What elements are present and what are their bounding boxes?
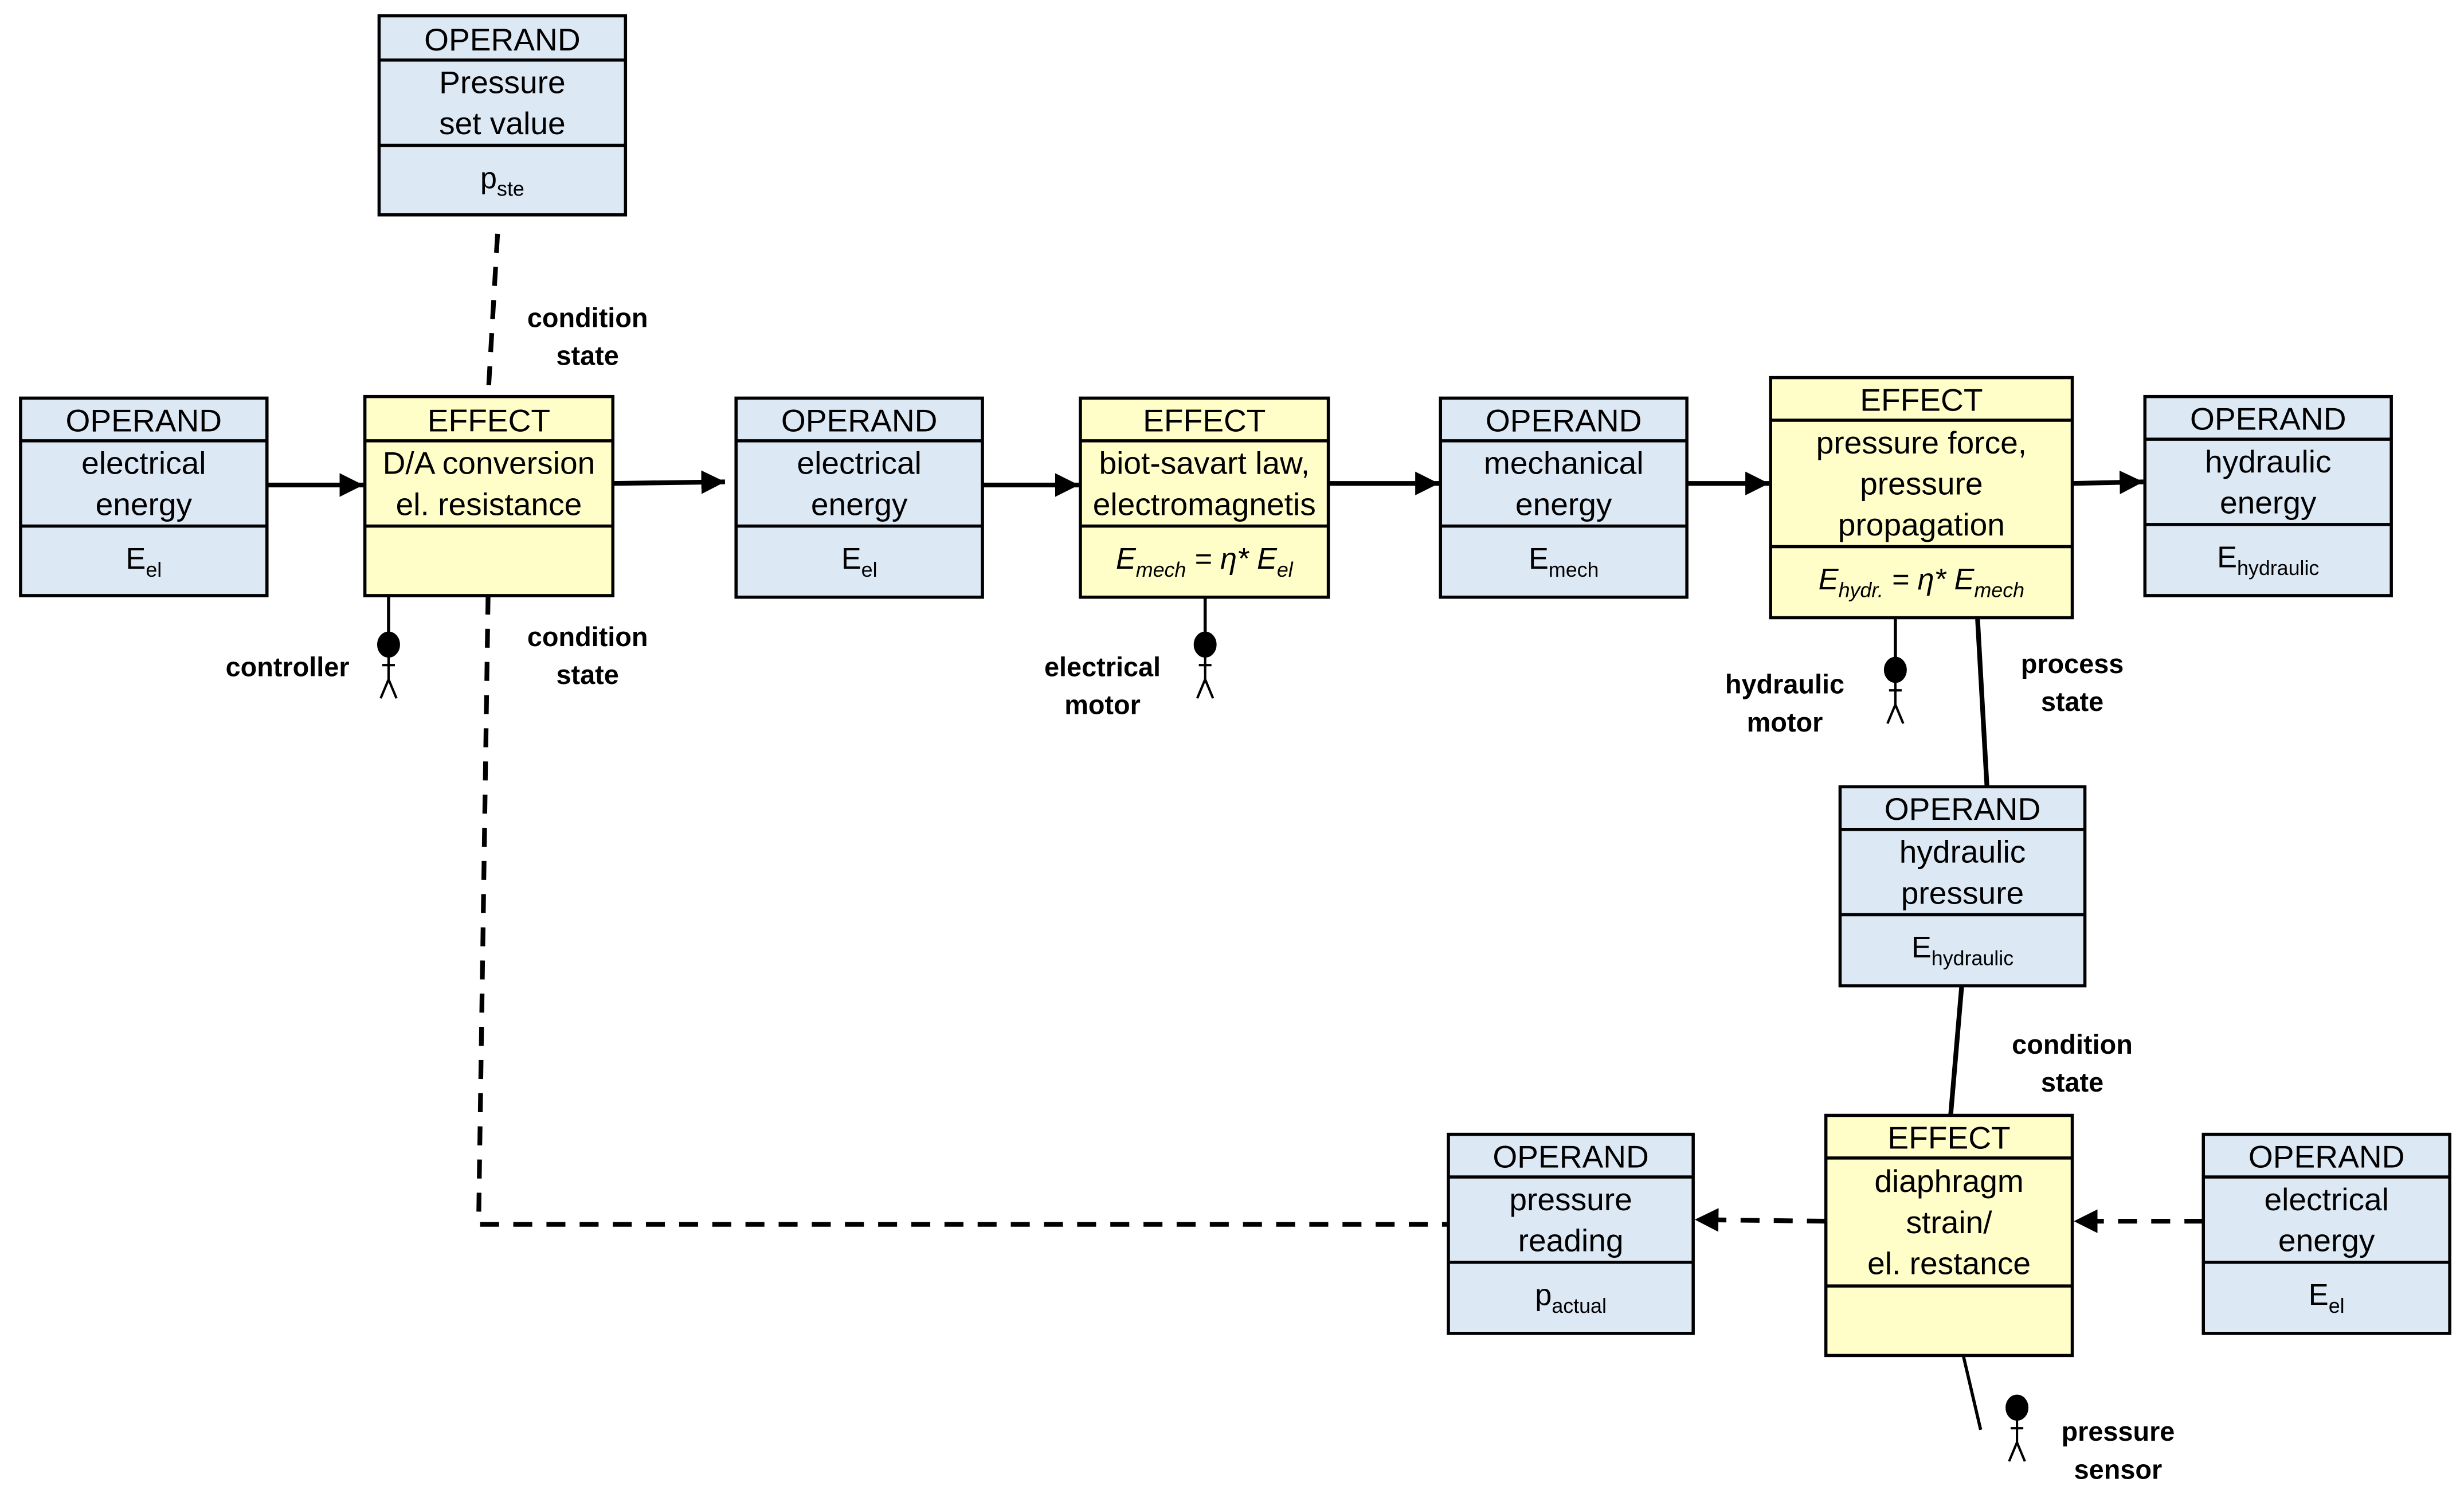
box-frame bbox=[1079, 396, 1330, 599]
box-header: EFFECT bbox=[1860, 382, 1983, 417]
pressure-sensor-actor-icon bbox=[2005, 1394, 2029, 1462]
box-header: EFFECT bbox=[428, 402, 550, 438]
signal-arrow bbox=[1694, 1208, 1826, 1232]
box-frame bbox=[2201, 1132, 2451, 1335]
box-frame bbox=[19, 396, 269, 597]
box-header: OPERAND bbox=[2248, 1139, 2405, 1174]
box-frame bbox=[363, 394, 615, 597]
box-symbol: pste bbox=[480, 162, 524, 201]
effect-biot-savart: EFFECT biot-savart law,electromagnetisEme… bbox=[1079, 396, 1330, 599]
box-frame bbox=[1439, 396, 1689, 599]
box-header: OPERAND bbox=[1492, 1139, 1649, 1174]
box-frame bbox=[1838, 785, 2087, 988]
box-header: OPERAND bbox=[424, 22, 581, 57]
box-header: OPERAND bbox=[66, 402, 222, 438]
box-frame bbox=[1769, 376, 2074, 620]
box-frame bbox=[2143, 394, 2393, 597]
hydraulic-motor-actor-icon bbox=[1883, 656, 1907, 724]
connectors bbox=[267, 233, 2204, 1430]
condition-state-line bbox=[1948, 986, 1964, 1116]
box-symbol: pactual bbox=[1535, 1278, 1607, 1317]
box-header: EFFECT bbox=[1887, 1120, 2010, 1155]
electrical-motor-actor-icon bbox=[1193, 631, 1217, 699]
box-formula: Ehydr. = η* Emech bbox=[1819, 563, 2024, 602]
box-header: OPERAND bbox=[781, 402, 938, 438]
flow-arrow bbox=[2072, 470, 2144, 495]
box-symbol: Eel bbox=[2309, 1278, 2345, 1317]
box-frame bbox=[1447, 1132, 1695, 1335]
box-symbol: Ehydraulic bbox=[2217, 541, 2319, 580]
box-frame bbox=[1824, 1113, 2074, 1358]
controller-actor-icon bbox=[377, 631, 400, 699]
box-formula: Emech = η* Eel bbox=[1116, 542, 1294, 581]
feedback-line bbox=[476, 595, 1449, 1227]
box-header: OPERAND bbox=[1486, 402, 1642, 438]
box-header: EFFECT bbox=[1143, 402, 1266, 438]
process-state-line bbox=[1975, 617, 1989, 787]
box-symbol: Emech bbox=[1529, 542, 1599, 581]
box-header: OPERAND bbox=[1885, 791, 2041, 827]
box-description: biot-savart law,electromagnetis bbox=[1093, 445, 1316, 522]
box-frame bbox=[734, 396, 984, 599]
box-symbol: Ehydraulic bbox=[1911, 931, 2013, 970]
box-symbol: Eel bbox=[126, 542, 162, 581]
flow-arrow bbox=[613, 470, 725, 494]
sensor-line bbox=[1961, 1355, 1983, 1430]
condition-line bbox=[485, 233, 500, 397]
label-controller: controller bbox=[226, 652, 350, 682]
box-frame bbox=[377, 14, 628, 217]
box-header: OPERAND bbox=[2190, 401, 2347, 437]
box-symbol: Eel bbox=[841, 542, 878, 581]
